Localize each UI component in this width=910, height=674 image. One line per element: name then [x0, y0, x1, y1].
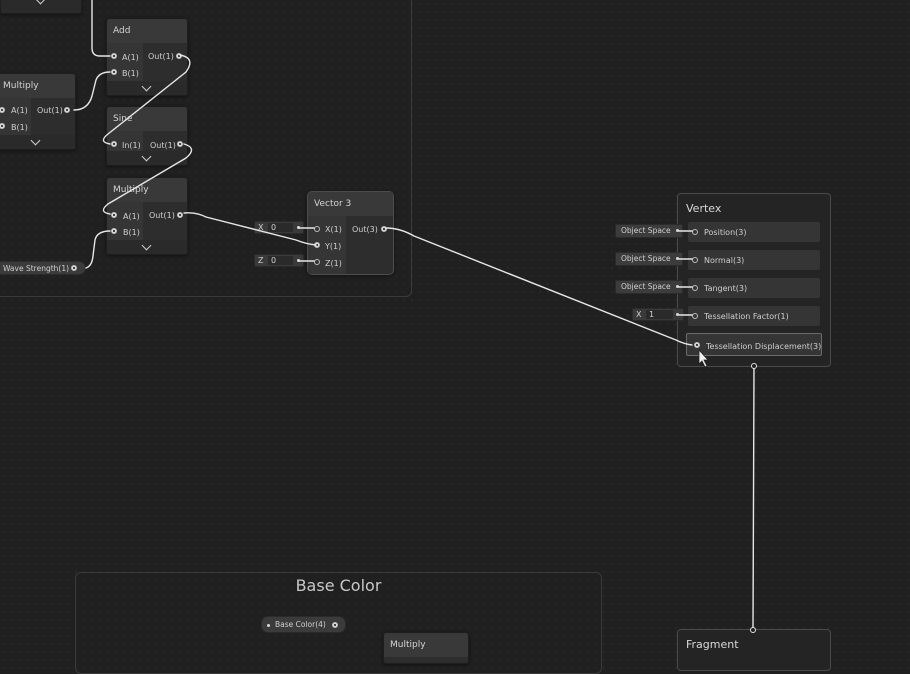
slot-label: Normal(3) — [704, 256, 745, 265]
output-label: Out(1) — [148, 52, 174, 61]
output-port[interactable] — [381, 226, 387, 232]
input-port-x[interactable] — [314, 226, 320, 232]
multiply-node-left[interactable]: Multiply A(1) B(1) Out(1) — [0, 73, 76, 150]
connector-dot — [676, 285, 679, 288]
collapse-toggle[interactable] — [107, 151, 187, 165]
input-port-a[interactable] — [111, 53, 117, 59]
collapse-toggle[interactable] — [1, 0, 81, 13]
output-label: Out(1) — [149, 211, 175, 220]
axis-label: Z — [258, 256, 264, 265]
vertex-slot-normal[interactable]: Normal(3) — [688, 250, 820, 270]
multiply-node-mid[interactable]: Multiply A(1) B(1) Out(1) — [106, 177, 188, 255]
collapse-toggle[interactable] — [107, 81, 187, 95]
wire-to-add-a — [91, 0, 111, 57]
connector-dot — [676, 313, 679, 316]
collapse-toggle[interactable] — [0, 135, 75, 149]
input-label-z: Z(1) — [325, 259, 342, 268]
sine-node[interactable]: Sine In(1) Out(1) — [106, 106, 188, 166]
input-port-b[interactable] — [111, 228, 117, 234]
output-label: Out(1) — [150, 141, 176, 150]
input-port-in[interactable] — [111, 141, 117, 147]
vertex-slot-tessellation-factor[interactable]: Tessellation Factor(1) — [688, 306, 820, 326]
input-port[interactable] — [692, 285, 698, 291]
tag-label: Object Space — [621, 282, 671, 291]
input-port-b[interactable] — [111, 69, 117, 75]
mouse-cursor-icon — [698, 348, 709, 368]
vertex-slot-position[interactable]: Position(3) — [688, 222, 820, 242]
wire-wave-to-multiply — [85, 230, 111, 269]
node-title: Add — [107, 19, 187, 43]
connector-dot — [267, 624, 270, 627]
input-port-b[interactable] — [0, 123, 5, 129]
wire-multiply-to-vector3 — [183, 212, 317, 246]
input-label-b: B(1) — [123, 228, 140, 237]
input-port[interactable] — [694, 342, 700, 348]
axis-label: X — [258, 223, 264, 232]
output-port[interactable] — [177, 212, 183, 218]
wire-vector3-to-tessellation — [385, 227, 693, 346]
output-port[interactable] — [332, 622, 338, 628]
slot-label: Tangent(3) — [704, 284, 748, 293]
input-label-in: In(1) — [122, 141, 141, 150]
node-title: Vector 3 — [308, 192, 393, 216]
node-title: Sine — [107, 107, 187, 131]
output-port[interactable] — [64, 107, 70, 113]
input-port-a[interactable] — [0, 107, 5, 113]
axis-label: X — [636, 310, 642, 319]
add-node[interactable]: Add A(1) B(1) Out(1) — [106, 18, 188, 96]
group-title: Base Color — [295, 576, 382, 595]
node-title: Fragment — [686, 638, 739, 651]
connector-dot — [676, 257, 679, 260]
wire-vertex-to-fragment — [752, 365, 755, 631]
input-label-b: B(1) — [11, 123, 28, 132]
tessellation-factor-field[interactable]: X 1 — [632, 308, 684, 321]
input-label-a: A(1) — [123, 212, 140, 221]
vertex-slot-tessellation-displacement[interactable]: Tessellation Displacement(3) — [686, 333, 822, 356]
input-port-a[interactable] — [111, 212, 117, 218]
tag-label: Object Space — [621, 226, 671, 235]
value-input[interactable]: 1 — [646, 310, 673, 319]
collapse-toggle[interactable] — [107, 240, 187, 254]
vertex-slot-tangent[interactable]: Tangent(3) — [688, 278, 820, 298]
wire-add-to-sine — [102, 54, 191, 145]
value-input[interactable]: 0 — [268, 256, 293, 265]
connector-dot — [676, 229, 679, 232]
property-label: Base Color(4) — [275, 620, 326, 629]
inputs-column — [0, 98, 31, 135]
input-label-b: B(1) — [122, 69, 139, 78]
tag-label: Object Space — [621, 254, 671, 263]
input-port-z[interactable] — [314, 259, 320, 265]
slot-label: Tessellation Factor(1) — [704, 312, 789, 321]
connector-dot — [297, 259, 300, 262]
wire-multiply-to-add — [73, 71, 111, 111]
partial-node[interactable] — [0, 0, 82, 14]
output-port[interactable] — [177, 141, 183, 147]
slot-label: Tessellation Displacement(3) — [706, 342, 822, 351]
slot-label: Position(3) — [704, 228, 747, 237]
node-title: Vertex — [686, 202, 722, 215]
connection-wires — [73, 0, 757, 633]
base-color-property[interactable]: Base Color(4) — [261, 616, 346, 633]
input-label-a: A(1) — [11, 106, 28, 115]
property-label: Wave Strength(1) — [3, 264, 70, 273]
value-input[interactable]: 0 — [268, 223, 293, 232]
input-port[interactable] — [692, 229, 698, 235]
input-label-a: A(1) — [122, 53, 139, 62]
vector3-x-field[interactable]: X 0 — [254, 221, 304, 234]
input-port[interactable] — [692, 313, 698, 319]
output-label: Out(1) — [37, 106, 63, 115]
input-port[interactable] — [692, 257, 698, 263]
node-title: Multiply — [0, 74, 75, 98]
output-port[interactable] — [71, 265, 77, 271]
input-label-x: X(1) — [325, 225, 342, 234]
input-label-y: Y(1) — [325, 242, 342, 251]
wire-sine-to-multiply — [102, 143, 193, 215]
connector-dot — [297, 226, 300, 229]
output-label: Out(3) — [352, 225, 378, 234]
